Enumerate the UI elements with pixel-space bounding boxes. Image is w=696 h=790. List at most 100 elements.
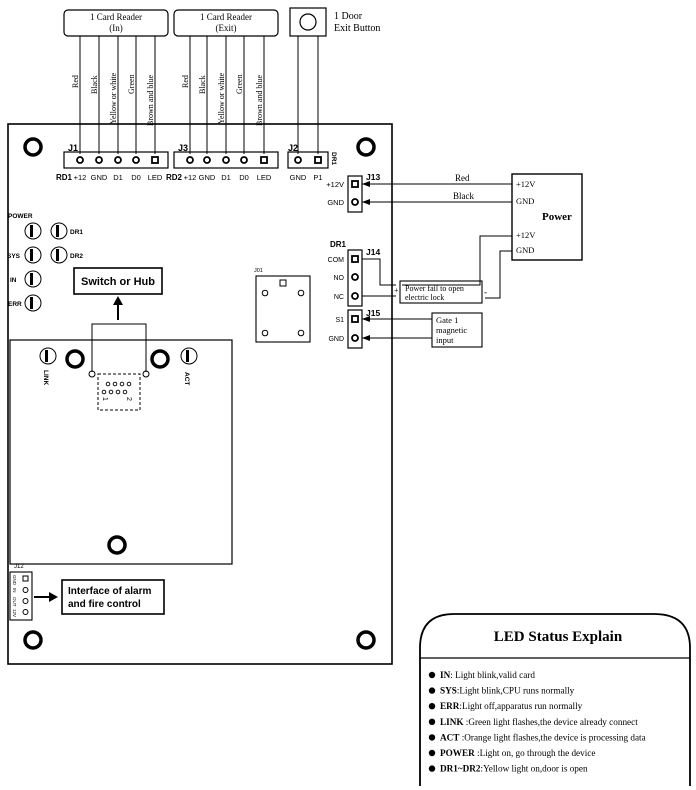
j14-label: J14 bbox=[366, 247, 380, 257]
connector-j12: J12 GND IN OUT 12V bbox=[9, 564, 58, 621]
j3-pin-d0: D0 bbox=[239, 173, 249, 182]
j2-pin-gnd: GND bbox=[290, 173, 307, 182]
led-err-label: ERR bbox=[8, 301, 22, 308]
connector-j2: J2 DR1 GND P1 bbox=[287, 143, 337, 182]
alarm-line2: and fire control bbox=[68, 599, 141, 610]
gate-line2: magnetic bbox=[436, 325, 467, 335]
connector-j15: J15 S1 GND bbox=[328, 308, 380, 349]
led-dr1 bbox=[50, 222, 68, 240]
rj45-pin1: 1 bbox=[101, 397, 108, 401]
power-label: Power bbox=[542, 211, 572, 223]
connector-j1: J1 RD1 +12 GND D1 D0 LED bbox=[56, 143, 169, 182]
wire-label-black-2: Black bbox=[198, 75, 207, 94]
legend-text: Light blink,valid card bbox=[455, 670, 535, 680]
power-fail-line2: electric lock bbox=[405, 293, 444, 302]
legend-key: SYS bbox=[440, 686, 457, 696]
led-in bbox=[24, 270, 42, 288]
j2-label: J2 bbox=[288, 143, 298, 153]
j01-label: J01 bbox=[254, 268, 263, 274]
j1-pin-d1: D1 bbox=[113, 173, 123, 182]
legend-bullet bbox=[428, 749, 436, 757]
legend-separator: : bbox=[475, 748, 480, 758]
exit-button: 1 Door Exit Button bbox=[289, 7, 380, 154]
wire-label-brown: Brown and blue bbox=[146, 74, 155, 126]
j15-pin-s1: S1 bbox=[335, 317, 344, 324]
legend-key: ERR bbox=[440, 701, 460, 711]
wire-label-brown-2: Brown and blue bbox=[255, 74, 264, 126]
card-reader-exit: 1 Card Reader (Exit) Red Black Yellow or… bbox=[173, 9, 279, 154]
legend-separator: : bbox=[450, 670, 455, 680]
led-sys-label: SYS bbox=[7, 253, 21, 260]
power-fail-line1: Power fail to open bbox=[405, 284, 464, 293]
relay-j01: J01 bbox=[254, 268, 311, 343]
power-supply: Power +12V GND +12V GND Red Black bbox=[453, 173, 583, 261]
power-12v-1: +12V bbox=[516, 179, 536, 189]
card-reader-in-sub: (In) bbox=[109, 23, 123, 33]
rd2-label: RD2 bbox=[166, 173, 183, 182]
legend-key: IN bbox=[440, 670, 451, 680]
j2-pin-p1: P1 bbox=[313, 173, 322, 182]
wire-black-label: Black bbox=[453, 191, 474, 201]
j3-pin-gnd: GND bbox=[199, 173, 216, 182]
led-status-panel: LED Status Explain IN: Light blink,valid… bbox=[419, 613, 691, 786]
legend-item: IN: Light blink,valid card bbox=[440, 670, 535, 680]
power-fail-lock: Power fail to open electric lock + - bbox=[394, 280, 487, 304]
wire-label-yellow-2: Yellow or white bbox=[217, 72, 226, 124]
led-power bbox=[24, 222, 42, 240]
gate-line3: input bbox=[436, 335, 454, 345]
legend-text: Orange light flashes,the device is proce… bbox=[464, 732, 645, 742]
j15-label: J15 bbox=[366, 308, 380, 318]
legend-bullet bbox=[428, 671, 436, 679]
legend-text: Light on, go through the device bbox=[480, 748, 596, 758]
legend-key: DR1~DR2 bbox=[440, 764, 481, 774]
led-act-label: ACT bbox=[183, 372, 190, 385]
alarm-line1: Interface of alarm bbox=[68, 586, 151, 597]
led-sys bbox=[24, 246, 42, 264]
legend-text: Green light flashes,the device already c… bbox=[468, 717, 638, 727]
legend-item: ERR:Light off,apparatus run normally bbox=[440, 701, 583, 711]
legend-separator: : bbox=[457, 686, 460, 696]
network-module bbox=[9, 339, 233, 565]
j12-pin-out: OUT bbox=[12, 597, 17, 607]
legend-text: Light blink,CPU runs normally bbox=[459, 686, 574, 696]
legend-bullet bbox=[428, 734, 436, 741]
led-link-label: LINK bbox=[42, 370, 49, 385]
switch-hub: Switch or Hub bbox=[73, 267, 163, 320]
gate-magnetic-input: Gate 1 magnetic input bbox=[431, 312, 483, 348]
legend-key: POWER bbox=[440, 748, 475, 758]
legend-text: Yellow light on,door is open bbox=[483, 764, 588, 774]
wire-label-green-2: Green bbox=[235, 74, 244, 94]
rd1-label: RD1 bbox=[56, 173, 73, 182]
wire-label-black: Black bbox=[90, 75, 99, 94]
connector-j3: J3 RD2 +12 GND D1 D0 LED bbox=[166, 143, 279, 182]
legend-separator: : bbox=[464, 717, 469, 727]
legend-bullet bbox=[428, 703, 436, 710]
legend-bullet bbox=[428, 765, 436, 772]
legend-item: LINK :Green light flashes,the device alr… bbox=[440, 717, 638, 727]
j1-pin-led: LED bbox=[148, 173, 163, 182]
exit-button-line2: Exit Button bbox=[334, 23, 380, 34]
controller-board bbox=[7, 123, 393, 665]
legend-bullet bbox=[428, 718, 436, 725]
j3-pin-d1: D1 bbox=[221, 173, 231, 182]
exit-button-line1: 1 Door bbox=[334, 11, 363, 22]
j15-pin-gnd: GND bbox=[328, 336, 344, 343]
legend-separator: : bbox=[459, 732, 464, 742]
network-leds: LINK ACT bbox=[39, 347, 198, 385]
j12-pin-in: IN bbox=[12, 588, 17, 593]
card-reader-in-title: 1 Card Reader bbox=[90, 12, 142, 22]
legend-item: POWER :Light on, go through the device bbox=[440, 748, 595, 758]
legend-key: LINK bbox=[440, 717, 464, 727]
legend-separator: : bbox=[459, 701, 462, 711]
j1-pin-d0: D0 bbox=[131, 173, 141, 182]
legend-item: DR1~DR2:Yellow light on,door is open bbox=[440, 764, 588, 774]
led-act bbox=[180, 347, 198, 365]
connector-j13: J13 +12V GND bbox=[326, 172, 380, 213]
led-in-label: IN bbox=[10, 277, 17, 284]
power-12v-2: +12V bbox=[516, 230, 536, 240]
j3-pin-12: +12 bbox=[184, 173, 197, 182]
gate-line1: Gate 1 bbox=[436, 315, 458, 325]
led-dr2-label: DR2 bbox=[70, 253, 83, 260]
